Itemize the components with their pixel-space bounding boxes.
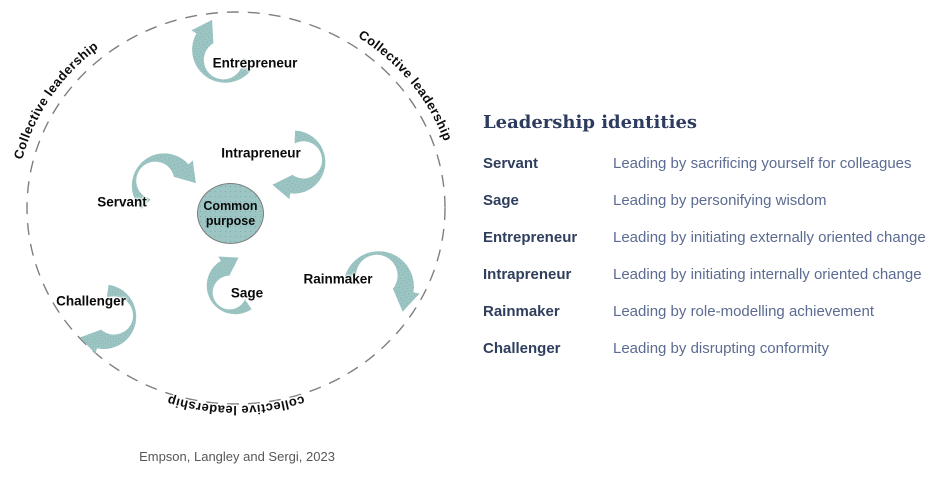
legend-term: Sage: [483, 192, 519, 209]
legend-row: Sage Leading by personifying wisdom: [483, 190, 933, 211]
common-purpose-line1: Common: [203, 198, 258, 213]
source-caption: Empson, Langley and Sergi, 2023: [139, 449, 335, 464]
legend-row: Rainmaker Leading by role-modelling achi…: [483, 301, 933, 322]
ring-label-top-right: Collective leadership: [356, 27, 456, 143]
label-intrapreneur: Intrapreneur: [221, 145, 301, 161]
collective-leadership-diagram: Collective leadership Collective leaders…: [0, 0, 470, 480]
label-sage: Sage: [230, 285, 264, 301]
common-purpose-circle: Common purpose: [197, 183, 264, 244]
legend-row: Entrepreneur Leading by initiating exter…: [483, 227, 933, 248]
legend-title: Leadership identities: [483, 112, 698, 133]
legend-definition: Leading by initiating internally oriente…: [613, 266, 922, 283]
legend-row: Challenger Leading by disrupting conform…: [483, 338, 933, 359]
ring-label-bottom: collective leadership: [165, 393, 306, 418]
legend-row: Intrapreneur Leading by initiating inter…: [483, 264, 933, 285]
leadership-identities-legend: Leadership identities Servant Leading by…: [483, 110, 933, 375]
dashed-boundary-circle: [26, 11, 446, 405]
label-entrepreneur: Entrepreneur: [212, 55, 298, 71]
label-rainmaker: Rainmaker: [303, 271, 373, 287]
label-challenger: Challenger: [56, 293, 126, 309]
common-purpose-line2: purpose: [205, 213, 256, 228]
legend-term: Entrepreneur: [483, 229, 578, 246]
legend-term: Challenger: [483, 340, 561, 357]
ring-label-top-left: Collective leadership: [11, 38, 101, 161]
label-servant: Servant: [97, 194, 147, 210]
legend-term: Servant: [483, 155, 539, 172]
legend-rows: Servant Leading by sacrificing yourself …: [483, 153, 933, 359]
legend-term: Rainmaker: [483, 303, 560, 320]
legend-definition: Leading by initiating externally oriente…: [613, 229, 926, 246]
legend-definition: Leading by personifying wisdom: [613, 192, 827, 209]
dashed-ring-graphic: Collective leadership Collective leaders…: [9, 11, 457, 419]
legend-term: Intrapreneur: [483, 266, 572, 283]
legend-definition: Leading by disrupting conformity: [613, 340, 829, 357]
legend-definition: Leading by role-modelling achievement: [613, 303, 874, 320]
legend-definition: Leading by sacrificing yourself for coll…: [613, 155, 912, 172]
legend-row: Servant Leading by sacrificing yourself …: [483, 153, 933, 174]
